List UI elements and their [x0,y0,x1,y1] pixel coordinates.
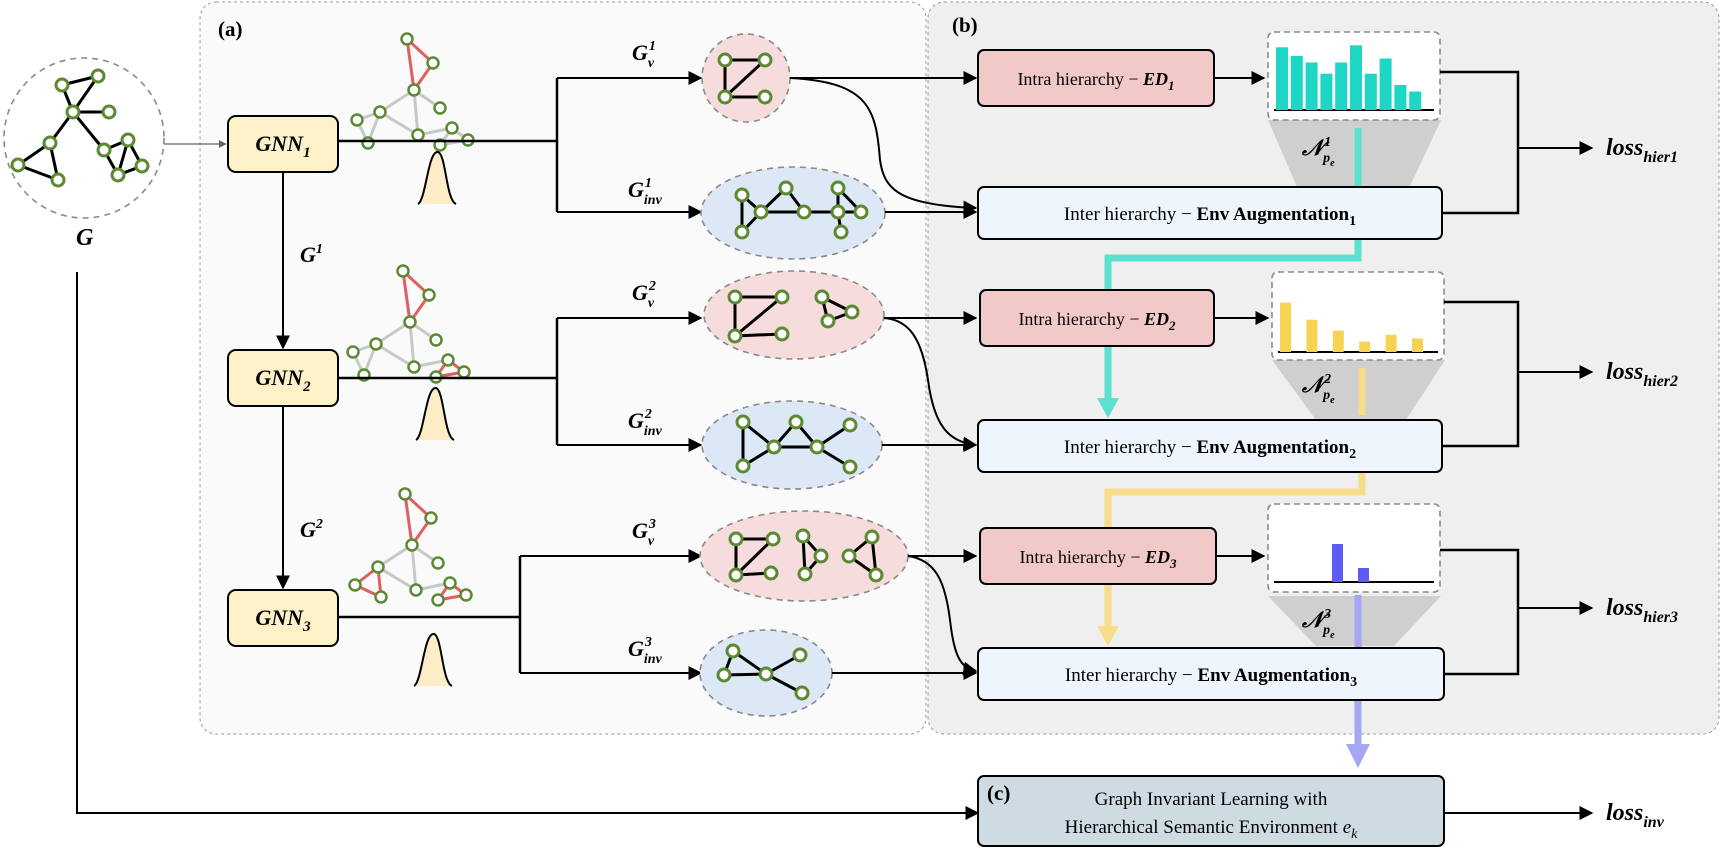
histogram-2-bar [1385,334,1397,352]
loss-hier3: losshier3 [1606,595,1678,626]
svg-text:GNN3: GNN3 [255,605,311,635]
histogram-2-bar [1412,338,1423,352]
g-to-final-arrow [76,272,980,820]
svg-text:Intra hierarchy − ED1: Intra hierarchy − ED1 [1017,69,1174,93]
svg-text:GNN1: GNN1 [255,131,310,161]
gnn-3-box: GNN3 [227,589,339,647]
histogram-1-bar [1350,45,1362,110]
svg-text:Inter hierarchy − Env Augmenta: Inter hierarchy − Env Augmentation2 [1064,437,1356,462]
loss-inv: lossinv [1606,800,1665,831]
histogram-2-bar [1332,330,1344,352]
panel-c-label: (c) [987,781,1010,805]
histogram-3 [1267,503,1441,593]
histogram-2 [1271,271,1445,361]
graph-label-g2: G2 [300,517,323,542]
svg-text:Graph Invariant Learning with: Graph Invariant Learning with [1095,789,1328,810]
intra-box-3: Intra hierarchy − ED3 [979,527,1217,585]
inter-box-1: Inter hierarchy − Env Augmentation1 [977,186,1443,240]
inter-box-3: Inter hierarchy − Env Augmentation3 [977,647,1445,701]
input-graph-label: G [76,225,94,251]
histogram-1-bar [1379,58,1392,110]
histogram-3-bar [1358,568,1369,582]
input-graph [3,57,165,219]
histogram-1-bar [1335,62,1348,110]
curve-1 [417,151,457,205]
histogram-2-bar [1359,341,1371,352]
subgraph-inv2 [701,400,883,490]
svg-text:Inter hierarchy − Env Augmenta: Inter hierarchy − Env Augmentation3 [1065,665,1357,690]
mini-graph-3 [348,487,473,607]
loss-hier2: losshier2 [1606,359,1678,390]
histogram-2-bar [1280,302,1291,352]
histogram-1-bar [1290,55,1303,110]
curve-3 [413,633,453,687]
subgraph-v2 [703,270,885,360]
histogram-1-bar [1394,84,1407,110]
svg-text:Intra hierarchy − ED3: Intra hierarchy − ED3 [1019,547,1177,571]
gnn-2-box: GNN2 [227,349,339,407]
mini-graph-2 [346,264,471,384]
graph-label-g1: G1 [300,242,323,267]
mini-graph-1 [350,32,475,152]
final-box: (c) Graph Invariant Learning with Hierar… [977,775,1445,847]
subgraph-inv3 [699,629,833,717]
histogram-1-bar [1305,62,1318,110]
svg-text:Hierarchical Semantic Environm: Hierarchical Semantic Environment ek [1065,817,1358,842]
histogram-1 [1267,31,1441,121]
histogram-1-bar [1276,47,1288,110]
curve-2 [415,387,455,441]
histogram-2-bar [1306,319,1318,352]
svg-text:Intra hierarchy − ED2: Intra hierarchy − ED2 [1018,309,1176,333]
intra-box-2: Intra hierarchy − ED2 [979,289,1215,347]
subgraph-v1 [701,33,791,123]
gnn-1-box: GNN1 [227,115,339,173]
subgraph-inv1 [700,166,886,260]
svg-text:Inter hierarchy − Env Augmenta: Inter hierarchy − Env Augmentation1 [1064,204,1356,229]
panel-a-label: (a) [218,17,243,41]
intra-box-1: Intra hierarchy − ED1 [977,49,1215,107]
inter-box-2: Inter hierarchy − Env Augmentation2 [977,419,1443,473]
svg-text:GNN2: GNN2 [255,365,311,395]
subgraph-v3 [699,510,909,602]
loss-hier1: losshier1 [1606,135,1678,166]
histogram-3-bar [1332,544,1343,582]
histogram-1-bar [1320,73,1333,110]
panel-b-label: (b) [952,13,978,37]
histogram-1-bar [1409,91,1422,110]
histogram-1-bar [1364,73,1377,110]
